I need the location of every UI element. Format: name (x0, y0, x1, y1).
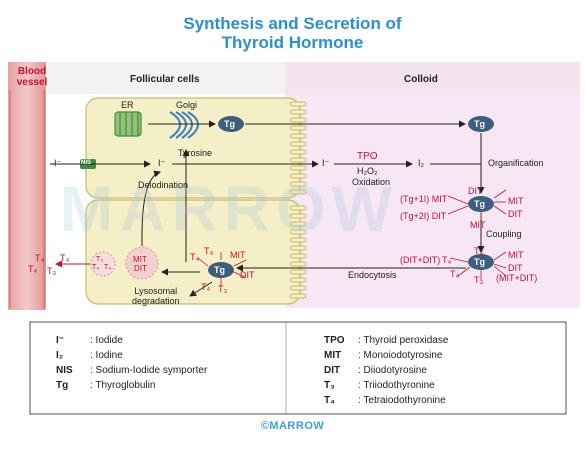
glossary-symbol: I⁻ (56, 335, 65, 346)
dit-dit-label: (DIT+DIT) (400, 255, 441, 265)
er-label: ER (121, 100, 134, 110)
endo-mit: MIT (230, 250, 246, 260)
released-t4-a: T₄ (35, 253, 45, 263)
iodide-label-colloid: I⁻ (322, 158, 330, 168)
released-t4-b: T₄ (60, 253, 70, 263)
organified-mit-right: MIT (508, 196, 524, 206)
colloid-header-bg (285, 62, 580, 94)
vesicle-t3: T₃ (96, 256, 104, 263)
tg-node-colloid (468, 116, 494, 132)
deiodination-vesicle-icon (90, 251, 116, 277)
tyrosine-label: Tyrosine (178, 148, 213, 158)
organified-dit-right: DIT (508, 209, 523, 219)
glossary-symbol: TPO (324, 335, 345, 346)
glossary-definition: : Iodine (90, 350, 123, 361)
endo-t3: T₃ (218, 284, 228, 294)
glossary-definition: : Thyroglobulin (90, 380, 156, 391)
endo-t4-top: T₄ (204, 246, 214, 256)
blood-vessel (8, 62, 46, 310)
glossary-symbol: Tg (56, 380, 69, 391)
coupled-t4-top: T₄ (474, 246, 484, 256)
coupled-t4-lower: T₄ (450, 269, 460, 279)
glossary-symbol: T₃ (324, 380, 335, 391)
glossary-definition: : Thyroid peroxidase (358, 335, 449, 346)
iodine-label: I₂ (418, 158, 424, 168)
glossary-symbol: I₂ (56, 350, 64, 361)
vesicle-t4-b: T₄ (104, 264, 112, 271)
coupled-mit: MIT (508, 250, 524, 260)
glossary-symbol: DIT (324, 365, 341, 376)
iodide-label-cell: I⁻ (158, 158, 166, 168)
title-line-2: Thyroid Hormone (221, 33, 364, 52)
er-icon (114, 111, 142, 137)
coupled-t4-left: T₄ (442, 255, 452, 265)
tg-label-organified: Tg (474, 199, 485, 209)
mit-dit-label: (MIT+DIT) (496, 273, 538, 283)
glossary-definition: : Iodide (90, 335, 123, 346)
organification-label: Organification (488, 158, 544, 168)
microvilli (289, 101, 307, 299)
tg-label-endocytosed: Tg (214, 265, 225, 275)
glossary-symbol: MIT (324, 350, 342, 361)
tg-node-coupled (468, 254, 494, 270)
glossary-definition: : Monoiodotyrosine (358, 350, 443, 361)
tg-node-cell (218, 116, 244, 132)
glossary-definition: : Diiodotyrosine (358, 365, 427, 376)
glossary-definition: : Triiodothyronine (358, 380, 435, 391)
tg-label-cell: Tg (224, 119, 235, 129)
tg-node-endocytosed (208, 262, 234, 278)
h2o2-label: H₂O₂ (357, 166, 378, 176)
endo-dit: DIT (240, 270, 255, 280)
golgi-label: Golgi (176, 100, 198, 110)
colloid-header: Colloid (404, 74, 438, 85)
endo-t4-left: T₄ (190, 252, 200, 262)
glossary-definition: : Sodium-Iodide symporter (90, 365, 208, 376)
tg-label-coupled: Tg (474, 257, 485, 267)
oxidation-label: Oxidation (352, 177, 391, 187)
endo-t4-bottom: T₄ (201, 282, 211, 292)
title-line-1: Synthesis and Secretion of (183, 14, 402, 33)
watermark-text: MARROW (60, 173, 399, 245)
glossary-definition: : Tetraiodothyronine (358, 395, 446, 406)
tg-2i-dit-label: (Tg+2I) DIT (400, 211, 447, 221)
lyso-mit-label: MIT (133, 255, 147, 264)
glossary-symbol: NIS (56, 365, 73, 376)
released-t3: T₃ (47, 266, 57, 276)
tg-node-organified (468, 196, 494, 212)
coupled-dit: DIT (508, 263, 523, 273)
colloid-region (285, 94, 580, 308)
released-t4-c: T₄ (28, 264, 38, 274)
organified-mit-bottom: MIT (470, 220, 486, 230)
tpo-label: TPO (357, 151, 378, 162)
glossary-symbol: T₄ (324, 395, 335, 406)
organified-dit-top: DIT (468, 186, 483, 196)
coupling-label: Coupling (486, 229, 522, 239)
follicular-cells-header: Follicular cells (130, 74, 200, 85)
tg-1i-mit-label: (Tg+1I) MIT (400, 194, 448, 204)
glossary-box (29, 321, 567, 415)
iodide-label-blood: I⁻ (54, 158, 62, 168)
nis-label: NIS (81, 160, 92, 166)
vesicle-t4-a: T₄ (92, 264, 100, 271)
footer-brand: ©MARROW (260, 420, 325, 432)
coupled-t3: T₃ (474, 275, 484, 285)
lysosome-icon (125, 246, 159, 280)
endocytosis-label: Endocytosis (348, 270, 397, 280)
tg-label-colloid: Tg (474, 119, 485, 129)
lyso-dit-label: DIT (134, 264, 147, 273)
deiodination-label: Deiodination (138, 180, 189, 190)
